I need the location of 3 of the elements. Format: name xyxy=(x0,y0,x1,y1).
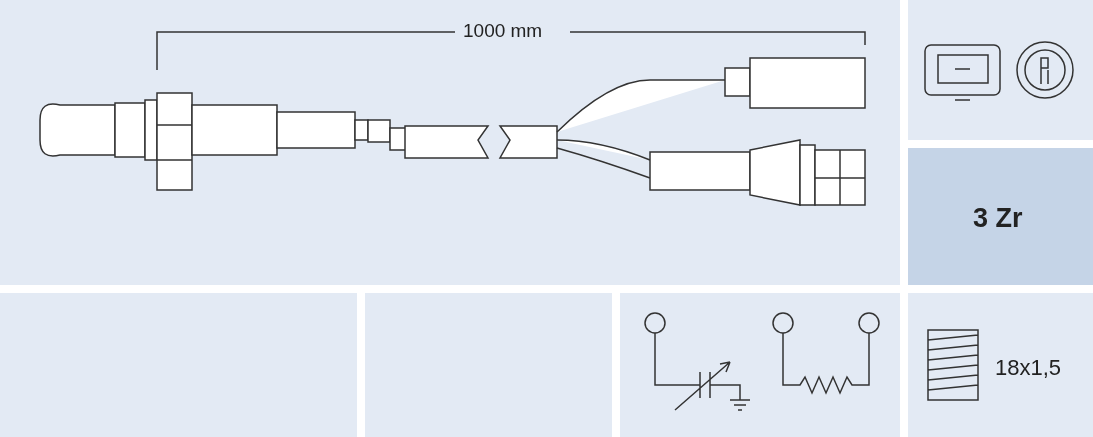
sensor-type-text: 3 Zr xyxy=(973,203,1023,234)
dimension-text: 1000 mm xyxy=(463,20,543,42)
thread-size-text: 18x1,5 xyxy=(995,355,1062,381)
